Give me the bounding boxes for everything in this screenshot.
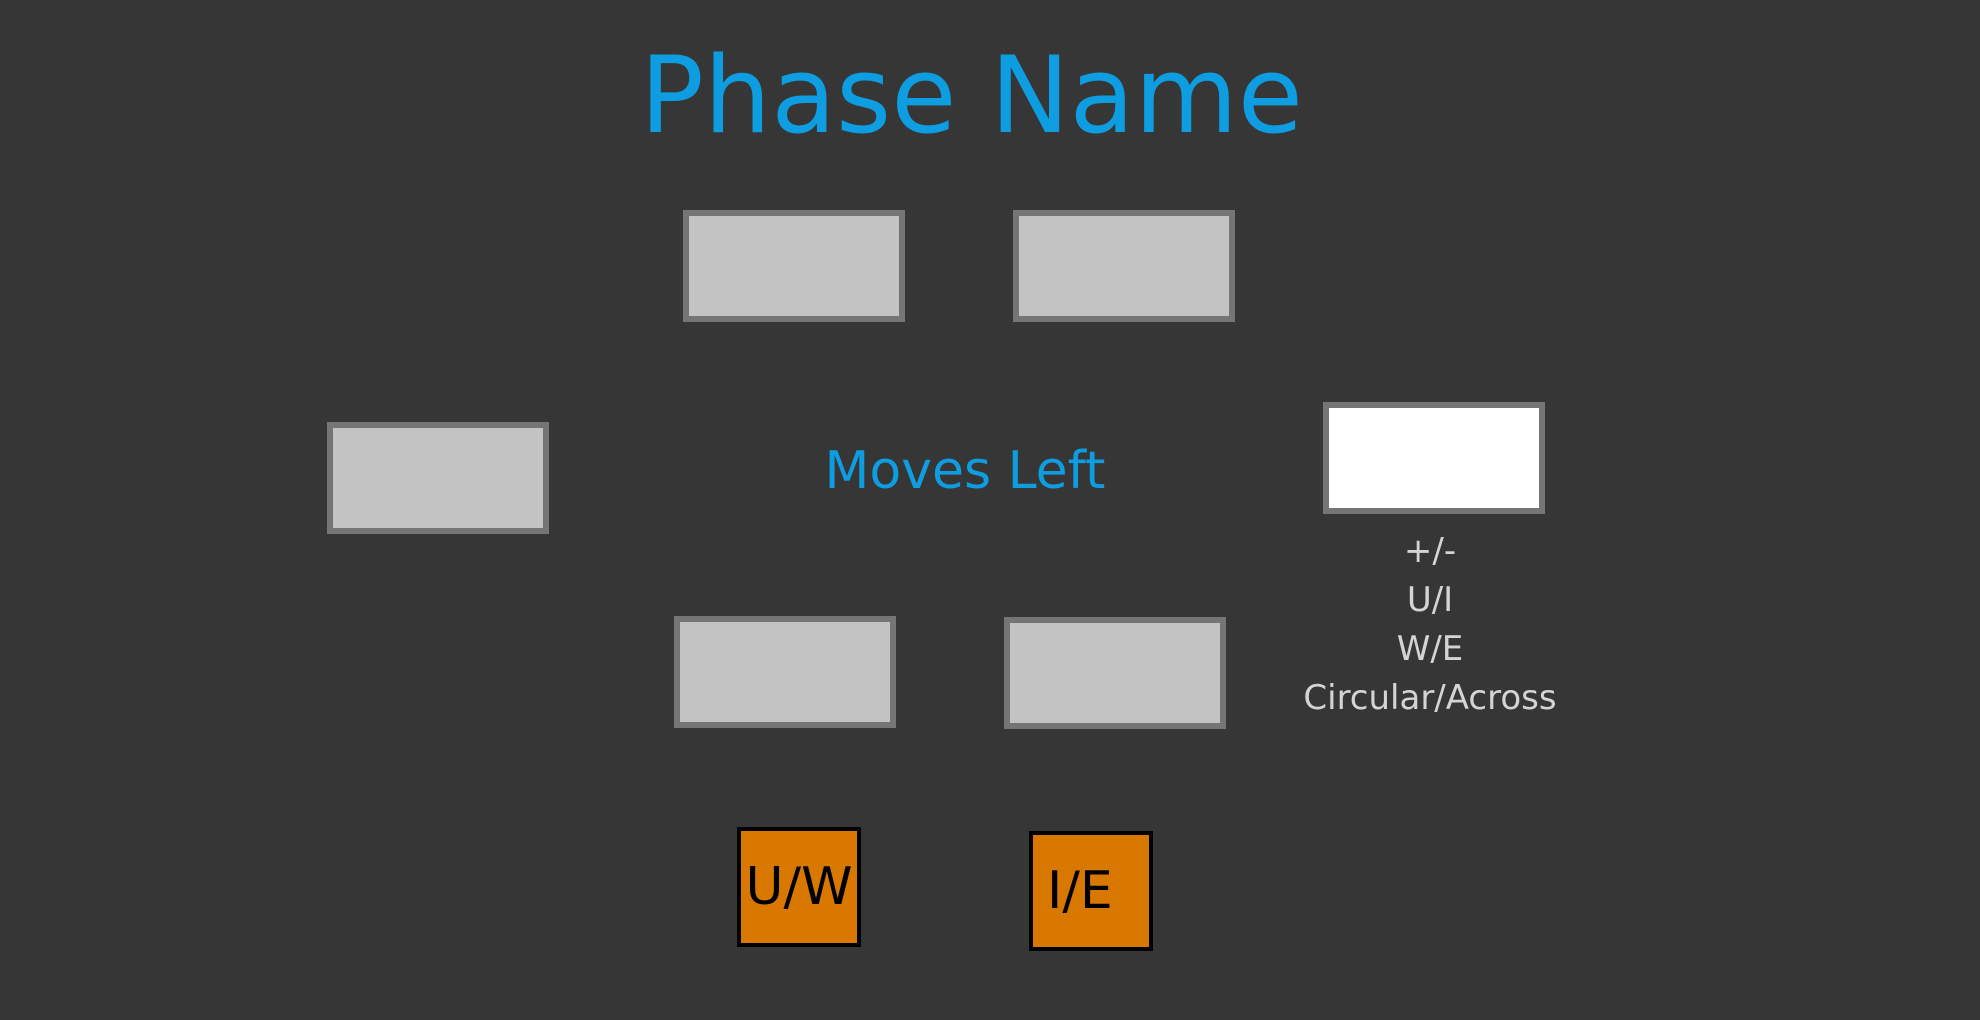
ie-button[interactable]: I/E <box>1029 831 1153 951</box>
moves-left-label: Moves Left <box>824 441 1106 501</box>
slot-bottom-left[interactable] <box>674 616 896 728</box>
slot-bottom-right[interactable] <box>1004 617 1226 729</box>
option-legend: +/- U/I W/E Circular/Across <box>1290 527 1570 723</box>
option-ui: U/I <box>1406 580 1454 620</box>
slot-top-right[interactable] <box>1013 210 1235 322</box>
uw-button[interactable]: U/W <box>737 827 861 947</box>
slot-right-selected[interactable] <box>1323 402 1545 514</box>
option-circular-across: Circular/Across <box>1303 678 1557 718</box>
slot-left[interactable] <box>327 422 549 534</box>
option-we: W/E <box>1396 629 1464 669</box>
option-plus-minus: +/- <box>1403 531 1457 571</box>
page-title: Phase Name <box>640 34 1303 157</box>
slot-top-left[interactable] <box>683 210 905 322</box>
